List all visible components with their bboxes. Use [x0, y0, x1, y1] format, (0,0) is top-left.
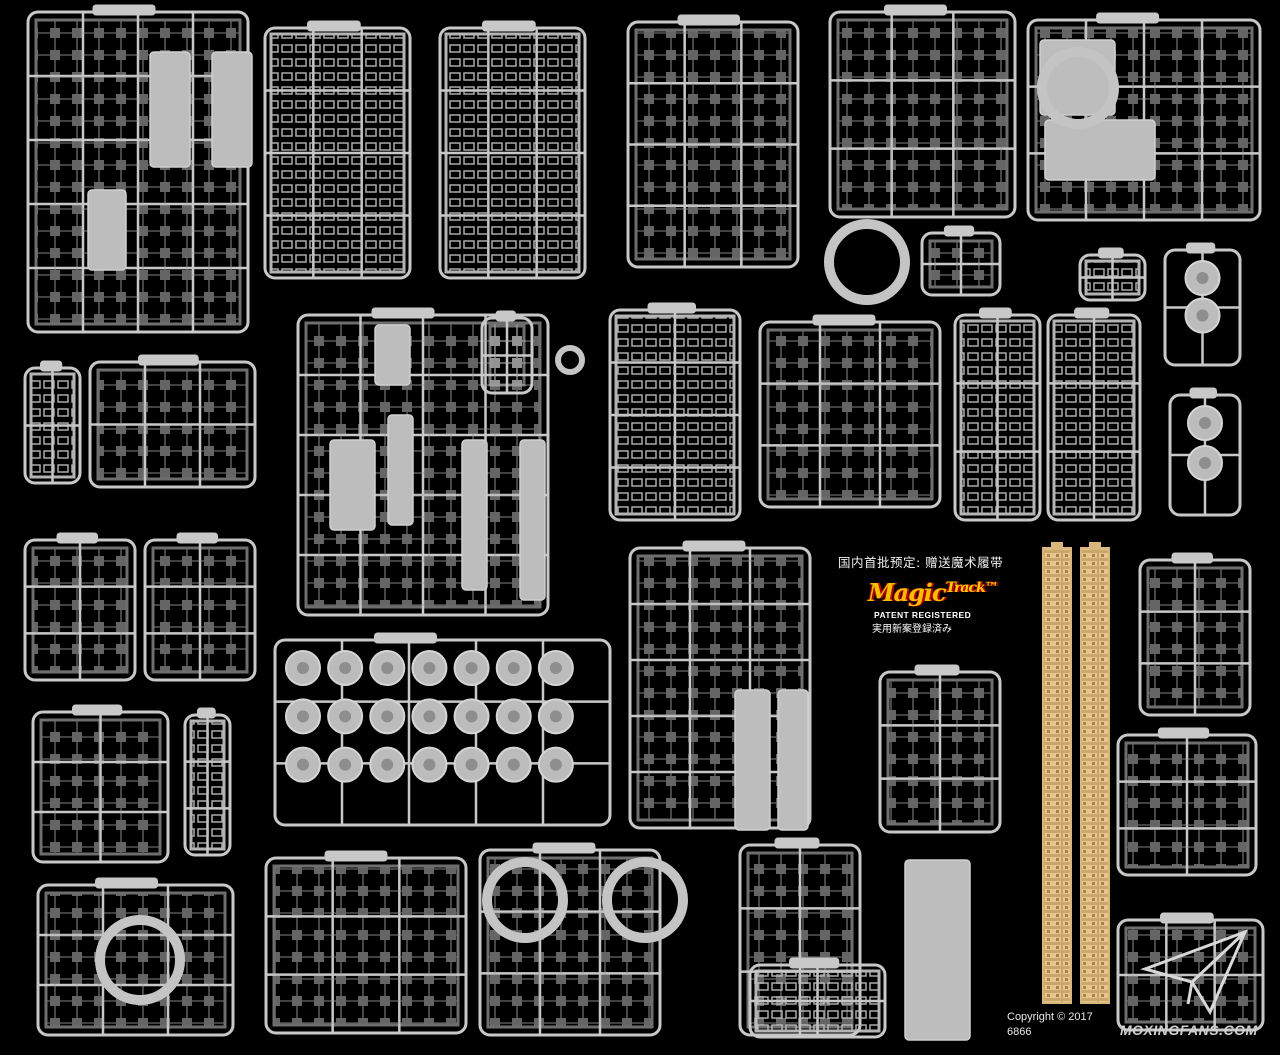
sprue-frame — [263, 20, 412, 280]
sprue-frame — [438, 20, 587, 280]
sprue-frame — [478, 842, 662, 1037]
sprue-frame — [36, 877, 235, 1037]
sprue-frame — [183, 707, 232, 857]
sprue-frame — [480, 310, 534, 395]
sprue-frame — [264, 850, 468, 1035]
hull-part — [1044, 119, 1156, 181]
paper-plane-icon — [1140, 929, 1248, 1016]
hull-part — [904, 859, 971, 1041]
ring-part — [602, 857, 688, 943]
hull-part — [329, 439, 376, 531]
patent-label: PATENT REGISTERED — [874, 610, 972, 620]
hull-part — [519, 439, 546, 601]
hull-part — [734, 689, 771, 831]
sprue-frame — [758, 314, 942, 509]
magic-track-logo: MagicTrack™ — [868, 578, 999, 607]
sprue-frame — [1046, 307, 1142, 522]
promo-headline: 国内首批预定: 赠送魔术履带 — [838, 555, 1004, 570]
sprue-frame — [23, 360, 82, 485]
sprue-frame — [143, 532, 257, 682]
magic-track-runner — [1042, 542, 1072, 1004]
sprue-frame — [1078, 247, 1147, 302]
watermark-text: MOXINGFANS.COM — [1120, 1022, 1258, 1038]
sprue-frame — [23, 532, 137, 682]
ring-part — [482, 857, 568, 943]
sprue-frame — [608, 302, 742, 522]
site-watermark: MOXINGFANS.COM — [1100, 924, 1270, 1049]
sprue-frame — [953, 307, 1042, 522]
ring-part — [555, 345, 585, 375]
ring-part — [1037, 47, 1119, 129]
magic-track-runner — [1080, 542, 1110, 1004]
sprue-frame — [878, 664, 1002, 834]
sprue-frame — [626, 14, 800, 269]
sprue-frame — [1116, 912, 1265, 1032]
logo-sub: Track — [945, 580, 986, 596]
ring-part — [824, 219, 910, 305]
sprue-frame — [88, 354, 257, 489]
copyright-text: Copyright © 2017 — [1007, 1011, 1093, 1023]
hull-part — [149, 51, 191, 168]
sprue-frame — [1138, 552, 1252, 717]
hull-part — [387, 414, 414, 526]
sprue-frame — [828, 4, 1017, 219]
magic-track-promo: 国内首批预定: 赠送魔术履带 MagicTrack™ PATENT REGIST… — [838, 552, 1038, 635]
logo-tm: ™ — [984, 580, 999, 596]
sprue-frame — [1116, 727, 1258, 877]
copyright-notice: Copyright © 2017 6866 — [1007, 1010, 1093, 1040]
hull-part — [374, 324, 411, 386]
sprue-frame — [920, 225, 1002, 297]
hull-part — [461, 439, 488, 591]
sprue-frame — [31, 704, 170, 864]
hull-part — [211, 51, 253, 168]
sprue-frame — [748, 957, 887, 1039]
hull-part — [87, 189, 127, 271]
ring-part — [95, 915, 185, 1005]
product-code: 6866 — [1007, 1026, 1032, 1038]
hull-part — [777, 689, 809, 831]
logo-main: Magic — [868, 578, 947, 607]
patent-jp-label: 実用新案登録済み — [872, 624, 952, 635]
